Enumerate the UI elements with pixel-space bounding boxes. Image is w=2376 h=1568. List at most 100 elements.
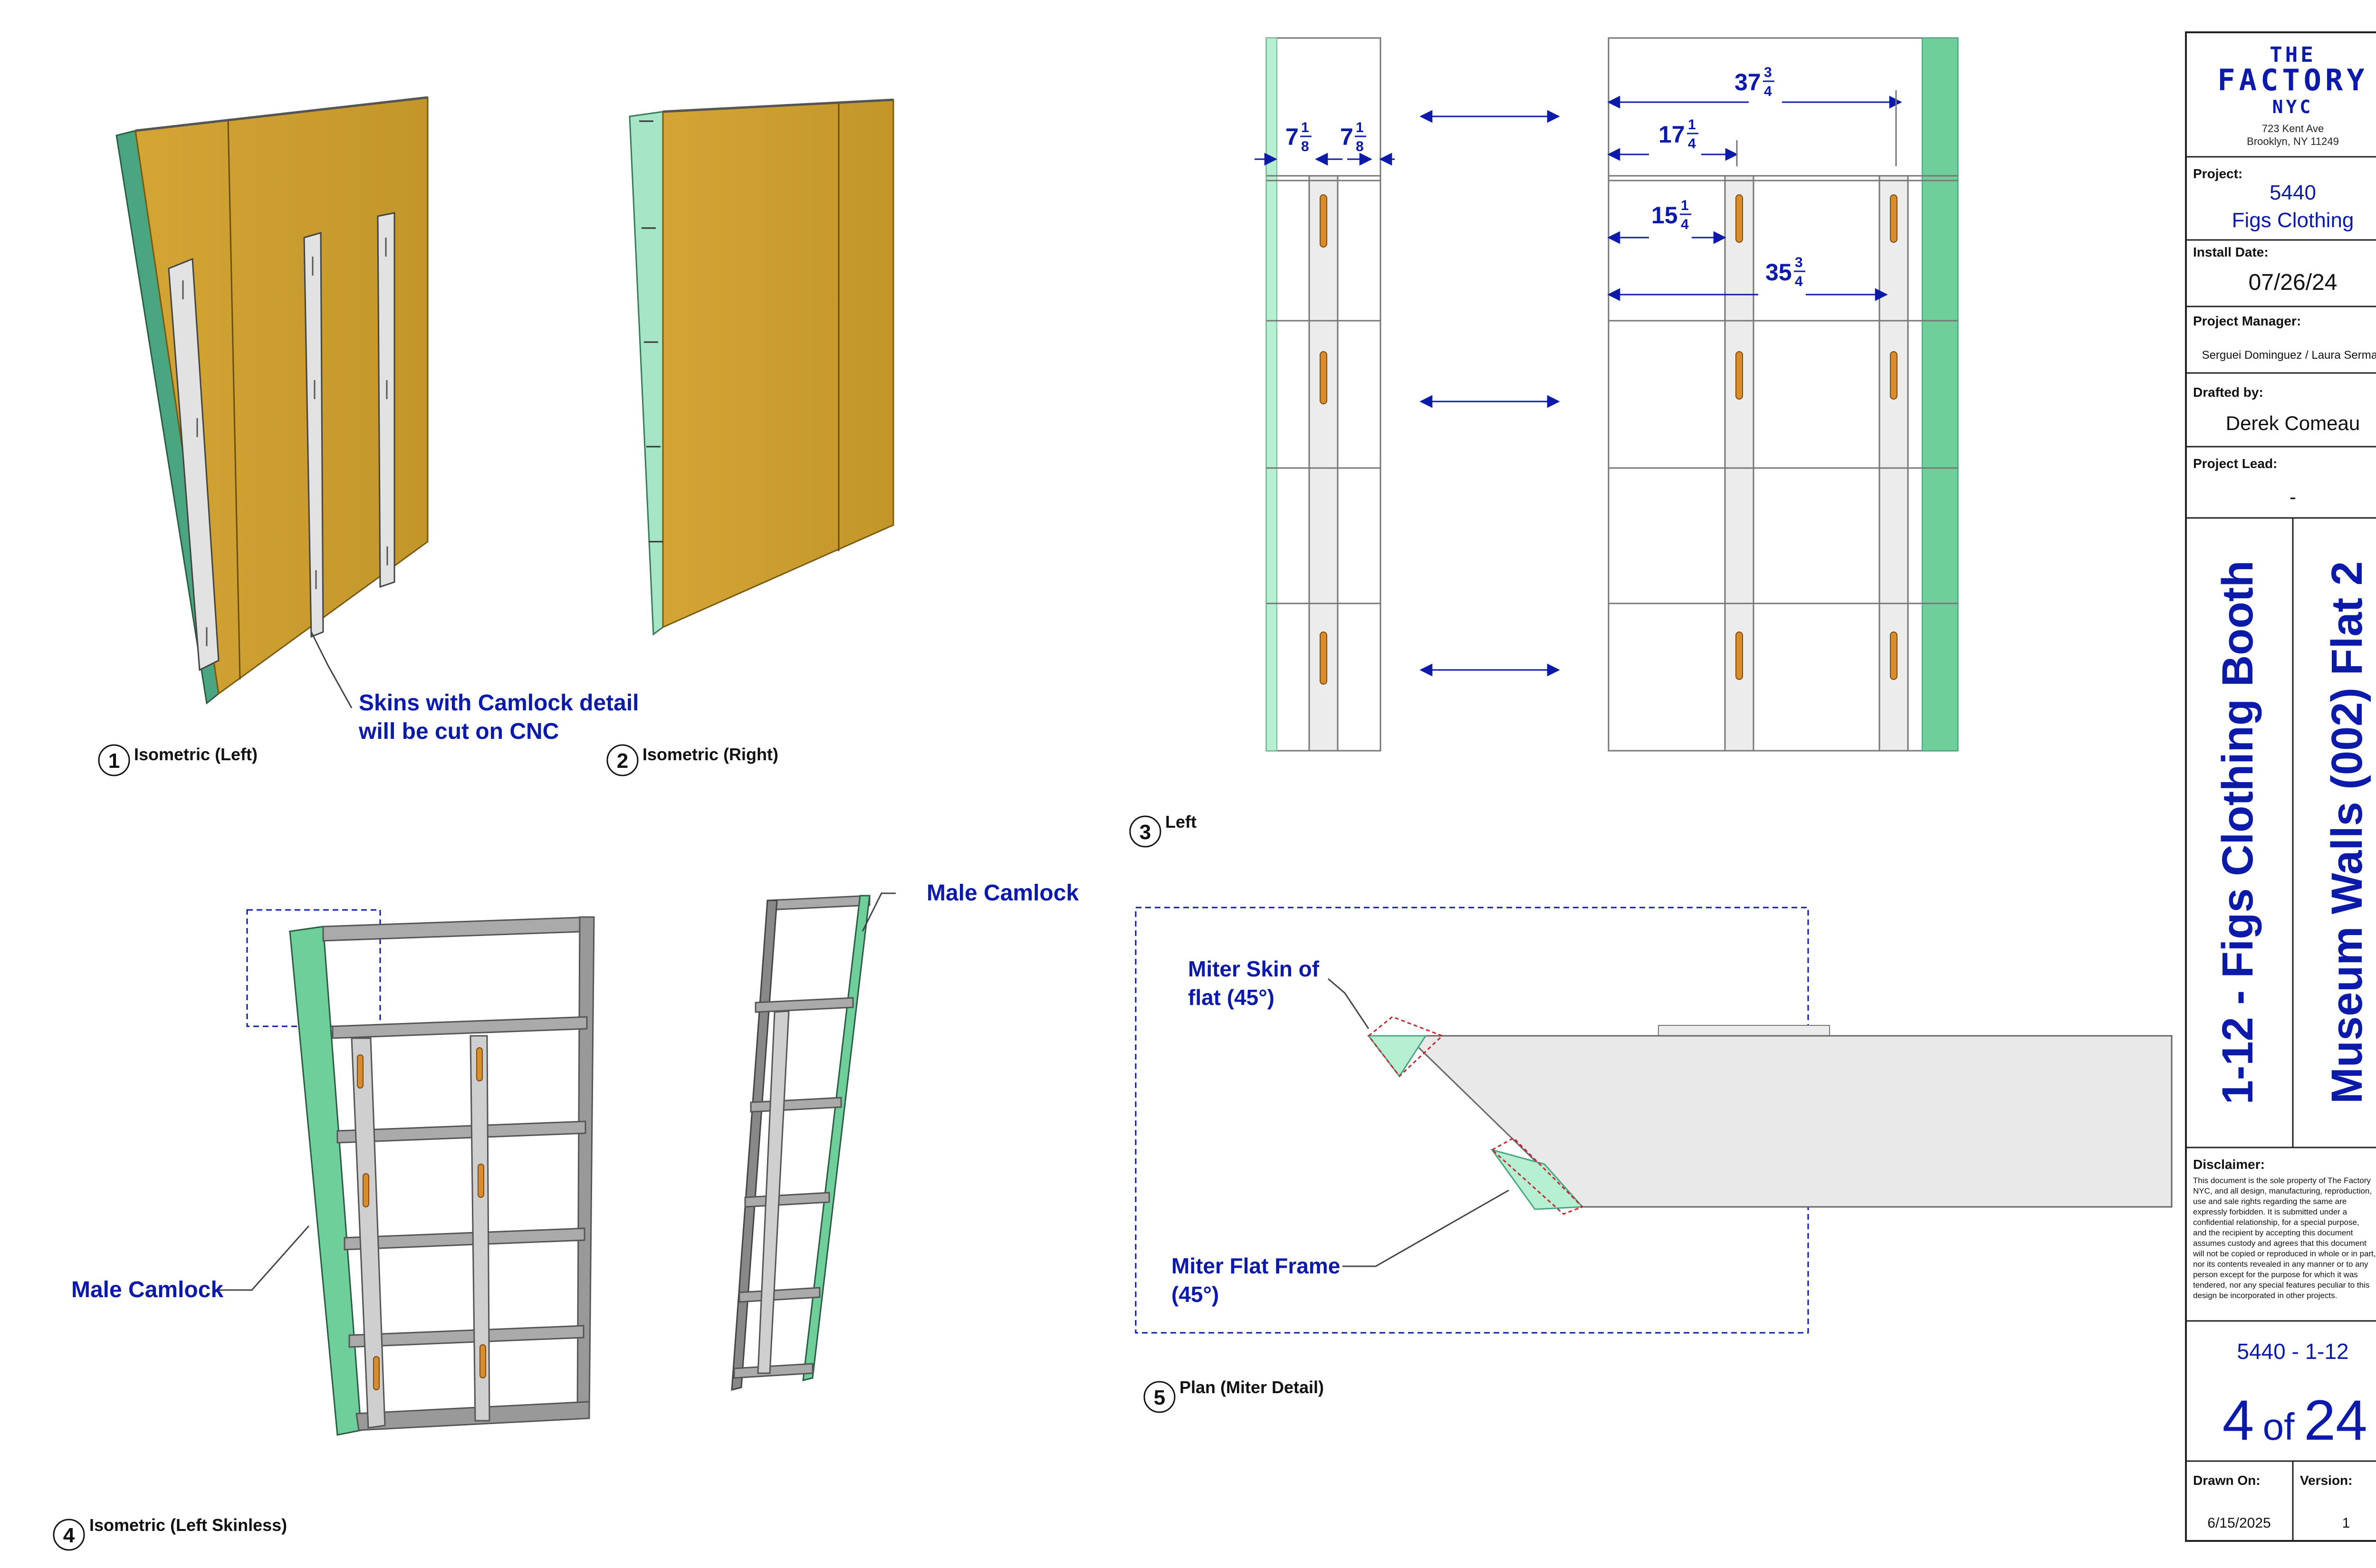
view-number-3: 3 xyxy=(1140,821,1151,844)
view-title-3: Left xyxy=(1165,812,1197,832)
svg-text:Miter Flat Frame: Miter Flat Frame xyxy=(1171,1253,1340,1278)
svg-text:FACTORY: FACTORY xyxy=(2217,63,2368,97)
svg-text:tendered, nor any special feat: tendered, nor any special features pecul… xyxy=(2193,1281,2369,1290)
dimension-d1: 7 1 8 xyxy=(1285,120,1312,154)
view-number-2: 2 xyxy=(617,749,628,773)
svg-text:and the recipient by accepting: and the recipient by accepting this docu… xyxy=(2193,1228,2353,1237)
view-isometric-skinless-large xyxy=(246,909,595,1436)
svg-text:3: 3 xyxy=(1764,65,1772,80)
svg-text:8: 8 xyxy=(1356,139,1364,154)
svg-text:8: 8 xyxy=(1301,139,1309,154)
sheet-title-2: Museum Walls (002) Flat 2 xyxy=(2323,561,2371,1104)
callout-skins-line2: will be cut on CNC xyxy=(358,719,559,744)
svg-text:4: 4 xyxy=(1681,217,1689,232)
drafted-by-value: Derek Comeau xyxy=(2226,412,2360,434)
dimension-d3: 37 3 4 xyxy=(1734,65,1774,99)
svg-text:1: 1 xyxy=(1356,120,1364,135)
view-isometric-right xyxy=(629,98,894,636)
svg-text:1: 1 xyxy=(1688,117,1696,133)
svg-text:Male Camlock: Male Camlock xyxy=(71,1277,223,1302)
callout-miter-skin: Miter Skin of flat (45°) xyxy=(1188,956,1370,1029)
callout-miter-frame: Miter Flat Frame (45°) xyxy=(1171,1189,1509,1307)
svg-text:(45°): (45°) xyxy=(1171,1282,1219,1307)
project-lead-value: - xyxy=(2290,486,2296,508)
install-date: 07/26/24 xyxy=(2249,270,2338,295)
drawn-on-value: 6/15/2025 xyxy=(2207,1515,2271,1531)
svg-text:4: 4 xyxy=(1764,84,1772,99)
svg-text:assumes custody and agrees tha: assumes custody and agrees that this doc… xyxy=(2193,1239,2366,1248)
sheet-total: 24 xyxy=(2304,1388,2367,1452)
dimension-d4: 17 1 4 xyxy=(1658,117,1698,152)
svg-text:use and sale rights regarding: use and sale rights regarding the same a… xyxy=(2193,1197,2347,1206)
svg-text:flat (45°): flat (45°) xyxy=(1188,985,1274,1010)
sheet-number: 4 xyxy=(2223,1388,2254,1452)
view-label-5: 5 Plan (Miter Detail) xyxy=(1143,1377,1324,1413)
view-plan-miter-detail xyxy=(1135,907,2173,1334)
project-lead-label: Project Lead: xyxy=(2193,456,2277,471)
svg-text:This document is the sole prop: This document is the sole property of Th… xyxy=(2193,1176,2371,1185)
svg-text:7: 7 xyxy=(1285,124,1299,150)
project-manager-value: Serguei Dominguez / Laura Serman xyxy=(2202,349,2376,362)
view-label-2: 2 Isometric (Right) xyxy=(606,744,778,776)
project-label: Project: xyxy=(2193,166,2242,181)
project-manager-label: Project Manager: xyxy=(2193,314,2301,328)
view-label-3: 3 Left xyxy=(1129,812,1197,848)
sheet-of: of xyxy=(2263,1405,2295,1448)
view-isometric-left xyxy=(115,96,429,705)
view3-dimension-lines xyxy=(1255,90,1902,301)
callout-skins: Skins with Camlock detail will be cut on… xyxy=(310,631,639,744)
svg-text:7: 7 xyxy=(1340,124,1353,150)
address-line-1: 723 Kent Ave xyxy=(2262,123,2324,134)
drawn-on-label: Drawn On: xyxy=(2193,1473,2261,1488)
view3-reference-arrows xyxy=(1419,110,1560,677)
install-date-label: Install Date: xyxy=(2193,245,2269,259)
sheet-title-1: 1-12 - Figs Clothing Booth xyxy=(2213,561,2262,1105)
view-left-elevation-a xyxy=(1265,37,1381,752)
svg-text:1: 1 xyxy=(1301,120,1309,135)
view-label-4: 4 Isometric (Left Skinless) xyxy=(53,1515,287,1551)
dimension-d6: 35 3 4 xyxy=(1765,255,1805,289)
callout-male-camlock-left: Male Camlock xyxy=(71,1225,310,1302)
svg-text:person except for the purpose: person except for the purpose for which … xyxy=(2193,1270,2358,1279)
view-number-5: 5 xyxy=(1154,1386,1165,1409)
drafted-by-label: Drafted by: xyxy=(2193,385,2263,400)
svg-text:Male Camlock: Male Camlock xyxy=(927,880,1079,906)
view-number-1: 1 xyxy=(108,749,120,773)
company-logo: THE FACTORY NYC xyxy=(2217,43,2368,117)
view-isometric-skinless-small xyxy=(731,895,871,1391)
svg-text:nor its contents revealed in a: nor its contents revealed in any manner … xyxy=(2193,1260,2368,1269)
callout-male-camlock-right: Male Camlock xyxy=(862,880,1079,932)
svg-text:15: 15 xyxy=(1651,202,1678,229)
svg-text:confidential relationship, for: confidential relationship, for a special… xyxy=(2193,1218,2359,1227)
title-block: THE FACTORY NYC 723 Kent Ave Brooklyn, N… xyxy=(2185,31,2376,1542)
svg-text:Miter Skin of: Miter Skin of xyxy=(1188,956,1320,981)
project-number: 5440 xyxy=(2270,181,2316,204)
svg-text:expressly forbidden. It is sub: expressly forbidden. It is submitted und… xyxy=(2193,1207,2347,1216)
version-value: 1 xyxy=(2342,1515,2350,1531)
svg-text:design be incorporated in othe: design be incorporated in other projects… xyxy=(2193,1291,2337,1300)
callout-skins-line1: Skins with Camlock detail xyxy=(359,690,639,716)
view-left-elevation-b xyxy=(1608,37,1959,752)
disclaimer-label: Disclaimer: xyxy=(2193,1157,2265,1172)
view-title-1: Isometric (Left) xyxy=(134,745,258,764)
svg-text:4: 4 xyxy=(1795,274,1803,289)
disclaimer-text: This document is the sole property of Th… xyxy=(2193,1176,2376,1300)
sheet-code: 5440 - 1-12 xyxy=(2237,1339,2348,1364)
view-title-5: Plan (Miter Detail) xyxy=(1179,1377,1324,1397)
svg-text:NYC: NYC xyxy=(2272,96,2314,117)
address-line-2: Brooklyn, NY 11249 xyxy=(2247,135,2339,147)
dimension-d5: 15 1 4 xyxy=(1651,198,1691,232)
view-title-4: Isometric (Left Skinless) xyxy=(89,1515,287,1535)
svg-text:will not be copied or reproduc: will not be copied or reproduced in whol… xyxy=(2193,1249,2376,1258)
svg-text:3: 3 xyxy=(1795,255,1803,270)
view-label-1: 1 Isometric (Left) xyxy=(98,744,258,776)
version-label: Version: xyxy=(2300,1473,2352,1488)
svg-text:THE: THE xyxy=(2270,43,2316,67)
svg-text:35: 35 xyxy=(1765,259,1792,286)
project-name: Figs Clothing xyxy=(2232,209,2354,232)
view-number-4: 4 xyxy=(63,1524,75,1547)
svg-text:37: 37 xyxy=(1734,69,1761,96)
dimension-d2: 7 1 8 xyxy=(1340,120,1366,154)
svg-text:NYC, and all design, manufactu: NYC, and all design, manufacturing, repr… xyxy=(2193,1186,2372,1195)
